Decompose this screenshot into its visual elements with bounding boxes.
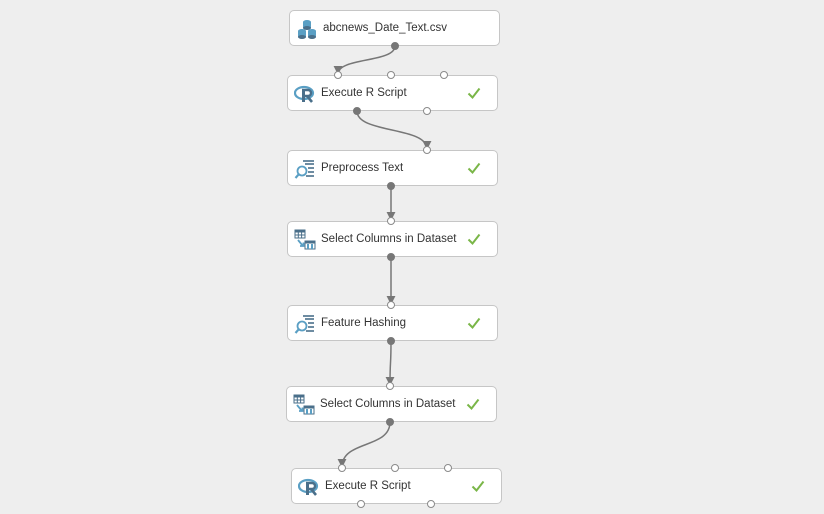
output-port[interactable] xyxy=(387,182,395,190)
check-icon xyxy=(471,479,485,493)
connection-edge[interactable] xyxy=(333,45,396,75)
module-label: Select Columns in Dataset xyxy=(320,398,456,410)
output-port[interactable] xyxy=(423,107,431,115)
module-label: abcnews_Date_Text.csv xyxy=(323,22,448,34)
check-icon xyxy=(467,232,481,246)
text-analytics-icon xyxy=(294,158,316,180)
connection-edge[interactable] xyxy=(356,110,432,150)
input-port[interactable] xyxy=(440,71,448,79)
module-label: Preprocess Text xyxy=(321,162,404,174)
module-label: Execute R Script xyxy=(325,480,411,492)
text-analytics-icon xyxy=(294,313,316,335)
module-label: Feature Hashing xyxy=(321,317,407,329)
output-port[interactable] xyxy=(387,337,395,345)
input-port[interactable] xyxy=(387,217,395,225)
output-port[interactable] xyxy=(387,253,395,261)
r-script-icon xyxy=(297,476,320,498)
check-icon xyxy=(467,161,481,175)
module-node[interactable]: Preprocess Text xyxy=(287,150,498,186)
input-port[interactable] xyxy=(391,464,399,472)
output-port[interactable] xyxy=(357,500,365,508)
select-columns-icon xyxy=(293,394,315,416)
module-node[interactable]: abcnews_Date_Text.csv xyxy=(289,10,500,46)
check-icon xyxy=(467,316,481,330)
module-node[interactable]: Execute R Script xyxy=(291,468,502,504)
connection-edge[interactable] xyxy=(337,421,391,468)
module-label: Execute R Script xyxy=(321,87,407,99)
output-port[interactable] xyxy=(427,500,435,508)
output-port[interactable] xyxy=(391,42,399,50)
output-port[interactable] xyxy=(353,107,361,115)
input-port[interactable] xyxy=(387,301,395,309)
input-port[interactable] xyxy=(444,464,452,472)
check-icon xyxy=(467,86,481,100)
module-node[interactable]: Feature Hashing xyxy=(287,305,498,341)
r-script-icon xyxy=(293,83,316,105)
module-node[interactable]: Execute R Script xyxy=(287,75,498,111)
module-node[interactable]: Select Columns in Dataset xyxy=(286,386,497,422)
select-columns-icon xyxy=(294,229,316,251)
input-port[interactable] xyxy=(338,464,346,472)
input-port[interactable] xyxy=(386,382,394,390)
input-port[interactable] xyxy=(334,71,342,79)
module-node[interactable]: Select Columns in Dataset xyxy=(287,221,498,257)
dataset-icon xyxy=(296,18,318,40)
connection-edge[interactable] xyxy=(385,340,395,386)
input-port[interactable] xyxy=(423,146,431,154)
output-port[interactable] xyxy=(386,418,394,426)
input-port[interactable] xyxy=(387,71,395,79)
check-icon xyxy=(466,397,480,411)
module-label: Select Columns in Dataset xyxy=(321,233,457,245)
